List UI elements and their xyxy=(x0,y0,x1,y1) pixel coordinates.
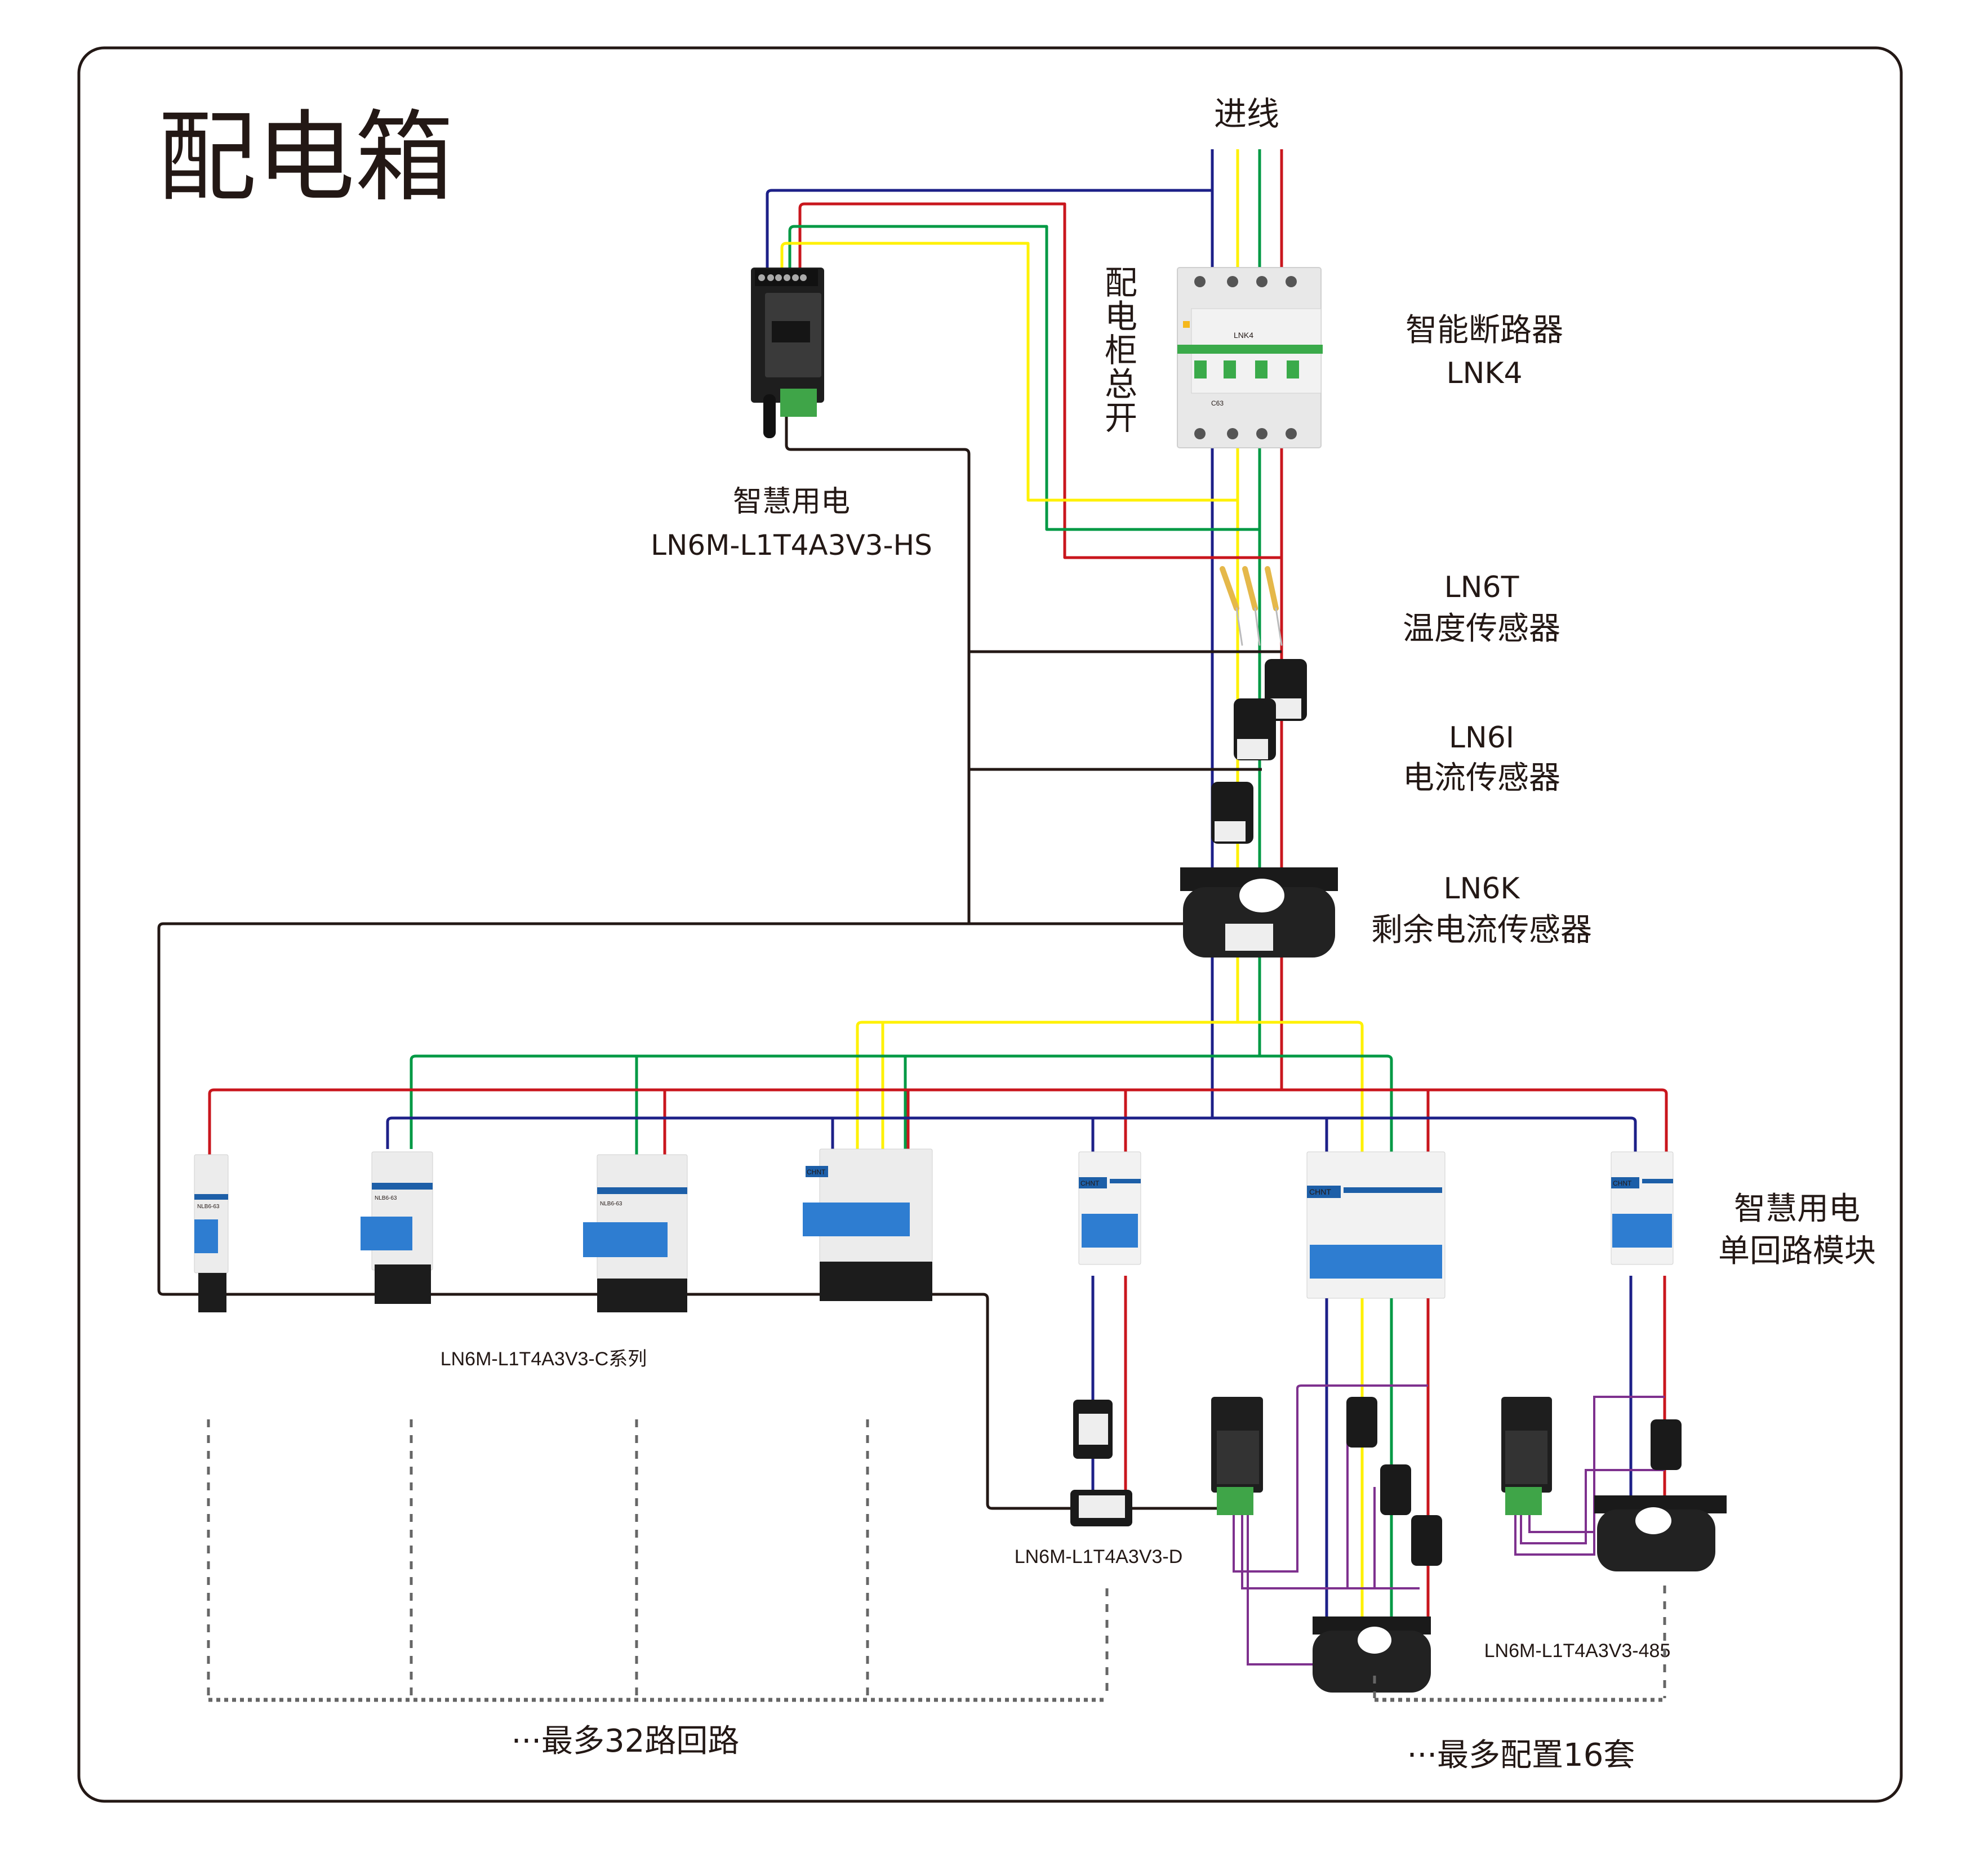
branch-breaker-7: CHNT xyxy=(1611,1151,1674,1265)
rs485-module-1 xyxy=(1211,1397,1263,1515)
svg-text:NLB6-63: NLB6-63 xyxy=(600,1201,622,1207)
svg-text:NLB6-63: NLB6-63 xyxy=(375,1195,397,1201)
rs485-sensors-2 xyxy=(1594,1419,1727,1571)
placeholder-32-loops xyxy=(207,1419,1109,1702)
svg-text:总: 总 xyxy=(1105,365,1137,403)
svg-text:柜: 柜 xyxy=(1105,331,1137,369)
branch-breaker-1: NLB6-63 xyxy=(194,1154,229,1312)
breaker-model: LNK4 xyxy=(1446,357,1522,390)
note-max-32: ···最多32路回路 xyxy=(512,1723,740,1760)
branch-breaker-5: CHNT xyxy=(1078,1151,1141,1265)
residual-current-sensor xyxy=(1180,867,1338,958)
rs485-wires-1 xyxy=(1233,1384,1428,1665)
svg-text:开: 开 xyxy=(1105,399,1137,437)
single-loop-line1: 智慧用电 xyxy=(1734,1191,1860,1227)
svg-text:CHNT: CHNT xyxy=(1080,1179,1100,1187)
page-title: 配电箱 xyxy=(158,101,453,215)
svg-text:CHNT: CHNT xyxy=(807,1168,826,1176)
rs485-wires-2 xyxy=(1514,1396,1665,1556)
branch-breaker-4: CHNT xyxy=(803,1148,933,1301)
hub-device xyxy=(751,268,824,438)
hub-model: LN6M-L1T4A3V3-HS xyxy=(651,529,932,562)
sensor-residual-name: 剩余电流传感器 xyxy=(1371,912,1592,948)
hub-feed-wires xyxy=(766,189,1282,559)
incoming-label: 进线 xyxy=(1214,95,1279,133)
sensor-current-name: 电流传感器 xyxy=(1403,760,1560,796)
svg-text:NLB6-63: NLB6-63 xyxy=(197,1204,220,1210)
sensor-labels: LN6T 温度传感器 LN6I 电流传感器 LN6K 剩余电流传感器 xyxy=(1371,571,1592,948)
placeholder-16-sets xyxy=(1373,1586,1666,1702)
d-label: LN6M-L1T4A3V3-D xyxy=(1015,1546,1183,1567)
breaker-name: 智能断路器 xyxy=(1406,312,1563,349)
svg-text:配: 配 xyxy=(1105,264,1137,302)
branch-breaker-6: CHNT xyxy=(1306,1151,1446,1299)
rs485-module-2 xyxy=(1501,1397,1552,1515)
note-max-16: ···最多配置16套 xyxy=(1407,1737,1635,1774)
rs485-current-sensors-1 xyxy=(1346,1397,1442,1566)
temperature-probes xyxy=(1220,566,1283,646)
sensor-temp-name: 温度传感器 xyxy=(1403,611,1560,647)
d-module xyxy=(1070,1400,1132,1526)
rs485-bus xyxy=(157,406,1282,1510)
svg-text:CHNT: CHNT xyxy=(1309,1187,1331,1196)
svg-text:电: 电 xyxy=(1105,297,1137,336)
branch-breaker-3: NLB6-63 xyxy=(583,1154,688,1312)
svg-text:CHNT: CHNT xyxy=(1613,1179,1632,1187)
rs485-label: LN6M-L1T4A3V3-485 xyxy=(1484,1640,1671,1662)
rs485-residual-sensor-1 xyxy=(1313,1616,1431,1693)
hub-name: 智慧用电 xyxy=(733,485,850,519)
sensor-residual-model: LN6K xyxy=(1443,872,1520,906)
branch-breaker-2: NLB6-63 xyxy=(361,1151,433,1304)
main-switch-label: 配 电 柜 总 开 xyxy=(1105,264,1137,437)
current-sensors xyxy=(1211,659,1307,844)
cabinet-frame xyxy=(77,46,1903,1803)
sensor-current-model: LN6I xyxy=(1449,721,1514,755)
main-breaker: LNK4 C63 xyxy=(1177,267,1323,448)
single-loop-line2: 单回路模块 xyxy=(1718,1233,1876,1270)
branch-wires xyxy=(208,1021,1668,1155)
svg-text:LNK4: LNK4 xyxy=(1234,331,1253,340)
svg-text:C63: C63 xyxy=(1211,399,1224,407)
series-c-label: LN6M-L1T4A3V3-C系列 xyxy=(441,1348,647,1370)
sensor-temp-model: LN6T xyxy=(1444,571,1519,604)
